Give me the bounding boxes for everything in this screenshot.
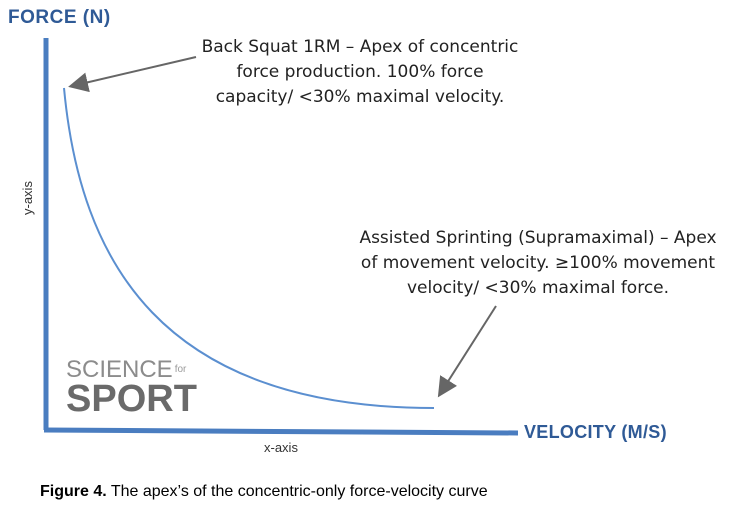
logo-for: for bbox=[174, 364, 187, 375]
figure-caption: Figure 4. The apex’s of the concentric-o… bbox=[40, 483, 488, 501]
annotation-back-squat: Back Squat 1RM – Apex of concentric forc… bbox=[180, 35, 540, 110]
arrow-bottom bbox=[437, 305, 497, 398]
y-axis-title: FORCE (N) bbox=[8, 7, 111, 28]
logo-sport: SPORT bbox=[66, 378, 197, 420]
x-axis-title: VELOCITY (M/S) bbox=[524, 422, 667, 442]
y-axis-label: y-axis bbox=[20, 181, 35, 215]
caption-text: The apex’s of the concentric-only force-… bbox=[106, 483, 488, 500]
annotation-line: Back Squat 1RM – Apex of concentric bbox=[201, 37, 519, 57]
arrow-top bbox=[68, 56, 197, 93]
annotation-line: capacity/ <30% maximal velocity. bbox=[215, 87, 505, 107]
logo-science: SCIENCE bbox=[66, 356, 173, 383]
caption-label: Figure 4. bbox=[40, 483, 107, 500]
annotation-line: of movement velocity. ≥100% movement bbox=[360, 253, 716, 273]
x-axis-label: x-axis bbox=[264, 440, 298, 455]
annotation-line: force production. 100% force bbox=[236, 62, 484, 82]
annotation-line: Assisted Sprinting (Supramaximal) – Apex bbox=[359, 228, 717, 248]
x-axis-line bbox=[43, 427, 519, 436]
annotation-line: velocity/ <30% maximal force. bbox=[406, 278, 670, 298]
annotation-assisted-sprinting: Assisted Sprinting (Supramaximal) – Apex… bbox=[348, 226, 728, 301]
force-velocity-curve bbox=[63, 87, 435, 409]
